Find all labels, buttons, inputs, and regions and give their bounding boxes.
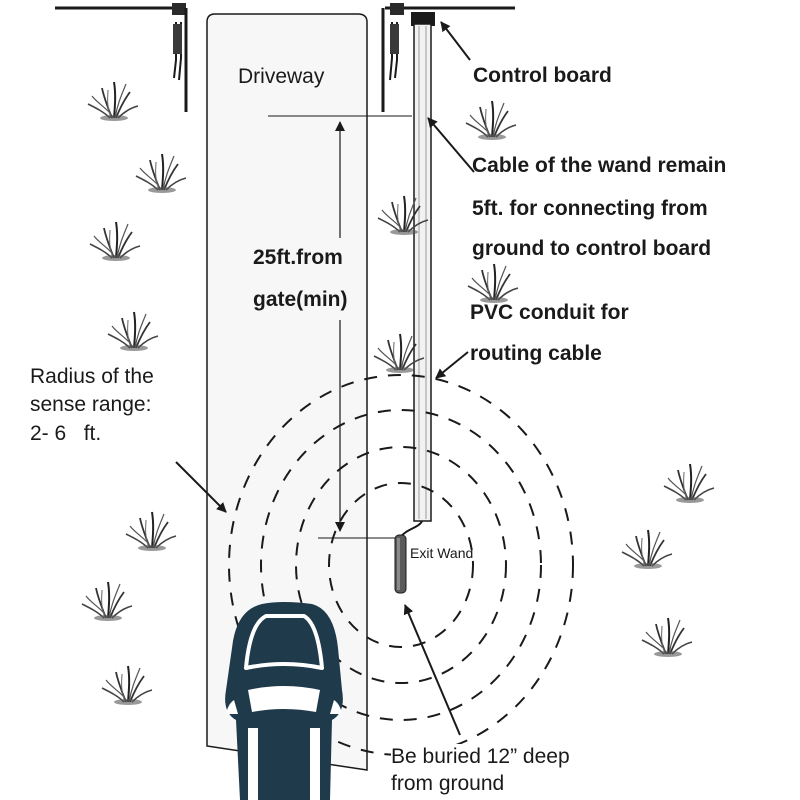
pvc-note-line-2: routing cable — [470, 342, 602, 365]
car-icon — [225, 602, 343, 800]
grass-tuft-icon — [663, 463, 715, 504]
pointer-arrows — [175, 21, 475, 736]
cable-note-line-3: ground to control board — [472, 237, 712, 260]
control-board — [411, 12, 435, 26]
driveway-label: Driveway — [238, 65, 325, 88]
gate-post-left-icon — [55, 3, 188, 112]
grass-tuft-icon — [87, 81, 139, 122]
wand-cable — [400, 520, 423, 537]
grass-tuft-icon — [135, 153, 187, 194]
buried-note-line-1: Be buried 12” deep — [391, 744, 570, 770]
grass-tuft-icon — [107, 311, 159, 352]
buried-note-line-2: from ground — [391, 771, 505, 797]
exit-wand-sensor-icon — [394, 534, 407, 594]
distance-label-line-2: gate(min) — [253, 280, 348, 320]
exit-wand-label: Exit Wand — [410, 545, 474, 561]
radius-note-line-2: sense range: — [30, 393, 152, 416]
grass-tuft-icon — [125, 511, 177, 552]
pvc-note-line-1: PVC conduit for — [470, 301, 629, 324]
control-board-label: Control board — [473, 64, 612, 87]
radius-note-line-3: 2- 6 ft. — [30, 422, 102, 445]
sense-range-rings — [228, 374, 574, 756]
grass-tuft-icon — [621, 529, 673, 570]
cable-note-line-2: 5ft. for connecting from — [472, 197, 708, 220]
distance-dimension — [268, 115, 412, 539]
grass-tuft-icon — [81, 581, 133, 622]
radius-note-line-1: Radius of the — [30, 365, 154, 388]
pvc-conduit — [413, 23, 432, 522]
grass-tuft-icon — [101, 665, 153, 706]
driveway — [206, 13, 368, 771]
grass-tuft-icon — [89, 221, 141, 262]
cable-note-line-1: Cable of the wand remain — [472, 154, 727, 177]
gate-post-right-icon — [381, 3, 515, 112]
distance-label-line-1: 25ft.from — [253, 238, 343, 278]
grass-tuft-icon — [641, 617, 693, 658]
grass-tuft-icon — [465, 100, 517, 141]
